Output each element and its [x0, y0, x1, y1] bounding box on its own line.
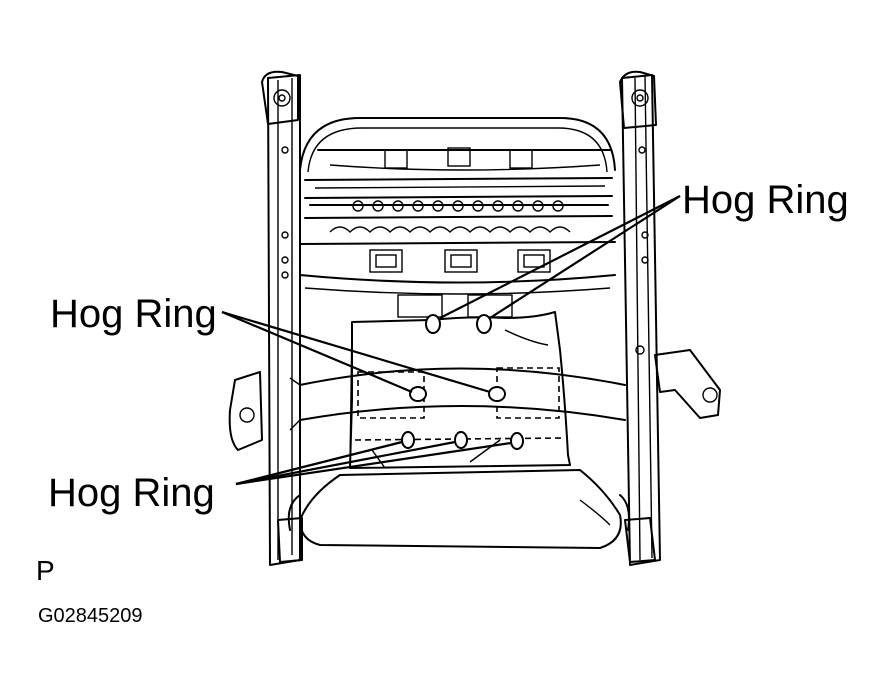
- hog-ring-label-left-lower: Hog Ring: [48, 471, 215, 515]
- seat-back-top-frame: [299, 117, 616, 199]
- leader-upper-left-to-middle-left: [221, 310, 413, 394]
- left-side-rail: [228, 70, 303, 566]
- leader-lines: [221, 195, 681, 486]
- hog-ring-top-left: [425, 314, 441, 334]
- figure-code: G02845209: [38, 605, 143, 627]
- leader-right-to-top-left: [439, 195, 681, 319]
- bottom-cushion-frame: [287, 469, 630, 549]
- hog-ring-middle-left: [409, 386, 427, 402]
- hog-ring-fasteners: [401, 314, 524, 450]
- hog-ring-top-right: [476, 314, 492, 334]
- hog-ring-bottom-left: [401, 431, 415, 449]
- leader-lower-left-to-bottom-left: [235, 440, 403, 486]
- hog-ring-label-left-upper: Hog Ring: [50, 292, 217, 336]
- seat-pad-cover: [349, 311, 571, 469]
- leader-upper-left-to-middle-right: [221, 310, 491, 394]
- leader-lower-left-to-bottom-right: [235, 441, 512, 486]
- hog-ring-label-right: Hog Ring: [682, 178, 849, 222]
- leader-lower-left-to-bottom-middle: [235, 440, 456, 486]
- hog-ring-bottom-right: [510, 432, 524, 450]
- hog-ring-middle-right: [488, 386, 506, 402]
- right-side-rail: [619, 70, 721, 566]
- spring-wire-rows: [299, 200, 616, 295]
- leader-right-to-top-right: [489, 195, 681, 319]
- hog-ring-bottom-middle: [454, 431, 468, 449]
- view-letter: P: [36, 555, 55, 586]
